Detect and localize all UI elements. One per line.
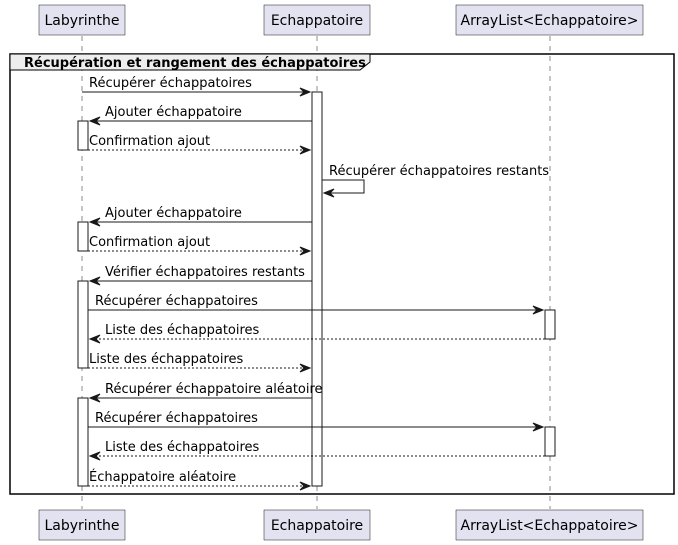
activation-arraylist-2 [544, 426, 556, 457]
message-label: Liste des échappatoires [89, 352, 244, 367]
message-label: Échappatoire aléatoire [89, 469, 236, 485]
activation-arraylist-1 [544, 309, 556, 340]
message-liste-des-echappatoires: Liste des échappatoires [88, 323, 545, 344]
message-label: Récupérer échappatoires [89, 76, 252, 91]
message-label: Vérifier échappatoires restants [105, 265, 305, 280]
message-echappatoire-aleatoire: Échappatoire aléatoire [88, 469, 312, 491]
message-confirmation-ajout: Confirmation ajout [88, 134, 312, 155]
participant-arraylist-top: ArrayList<Echappatoire> [455, 4, 644, 36]
message-recuperer-echappatoire-aleatoire: Récupérer échappatoire aléatoire [88, 382, 323, 403]
activation-labyrinthe-4 [77, 397, 89, 487]
message-ajouter-echappatoire-2: Ajouter échappatoire [88, 206, 312, 227]
message-liste-des-echappatoires-retour: Liste des échappatoires [88, 352, 312, 373]
participant-label: Labyrinthe [44, 518, 119, 534]
message-recuperer-echappatoires-arraylist-2: Récupérer échappatoires [88, 411, 545, 432]
participant-label: Echappatoire [271, 518, 363, 534]
activation-labyrinthe-1 [77, 120, 89, 151]
participant-echappatoire-top: Echappatoire [263, 4, 371, 36]
message-confirmation-ajout-2: Confirmation ajout [88, 235, 312, 256]
message-label: Récupérer échappatoires [95, 411, 258, 426]
activation-echappatoire [311, 91, 323, 487]
participant-arraylist-bottom: ArrayList<Echappatoire> [455, 509, 644, 541]
message-label: Ajouter échappatoire [105, 206, 242, 221]
group-tab [9, 53, 371, 71]
group-label: Récupération et rangement des échappatoi… [24, 56, 366, 71]
message-label: Liste des échappatoires [105, 323, 260, 338]
message-label: Confirmation ajout [89, 134, 210, 149]
participant-label: ArrayList<Echappatoire> [461, 518, 639, 534]
message-label: Liste des échappatoires [105, 440, 260, 455]
message-label: Ajouter échappatoire [105, 105, 242, 120]
participant-label: Echappatoire [271, 13, 363, 29]
participant-labyrinthe-top: Labyrinthe [38, 4, 126, 36]
message-recuperer-echappatoires-restants: Récupérer échappatoires restants [322, 164, 549, 198]
message-recuperer-echappatoires: Récupérer échappatoires [82, 76, 312, 97]
message-label: Confirmation ajout [89, 235, 210, 250]
activation-labyrinthe-2 [77, 221, 89, 252]
message-liste-des-echappatoires-2: Liste des échappatoires [88, 440, 545, 461]
participant-echappatoire-bottom: Echappatoire [263, 509, 371, 541]
message-label: Récupérer échappatoires [95, 294, 258, 309]
participant-labyrinthe-bottom: Labyrinthe [38, 509, 126, 541]
message-verifier-echappatoires-restants: Vérifier échappatoires restants [88, 265, 312, 286]
activation-labyrinthe-3 [77, 280, 89, 369]
message-label: Récupérer échappatoire aléatoire [105, 382, 323, 397]
message-ajouter-echappatoire: Ajouter échappatoire [88, 105, 312, 126]
participant-label: Labyrinthe [44, 13, 119, 29]
message-label: Récupérer échappatoires restants [329, 164, 549, 179]
participant-label: ArrayList<Echappatoire> [461, 13, 639, 29]
message-recuperer-echappatoires-arraylist: Récupérer échappatoires [88, 294, 545, 315]
